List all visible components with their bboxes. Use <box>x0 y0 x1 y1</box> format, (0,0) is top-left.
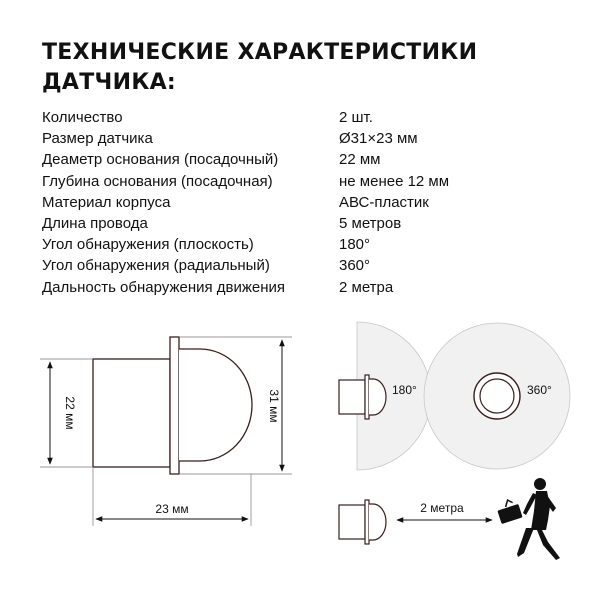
sensor-base-body <box>92 358 171 468</box>
spec-label: Глубина основания (посадочная) <box>42 172 273 190</box>
spec-value: 360° <box>339 257 371 275</box>
detection-360-illustration: 360° <box>423 322 571 470</box>
angle-label-180: 180° <box>392 383 417 397</box>
spec-label: Дальность обнаружения движения <box>42 278 286 296</box>
detection-range-illustration: 2 метра <box>338 499 493 545</box>
dim-label-31: 31 мм <box>267 389 281 422</box>
spec-value: 2 шт. <box>339 109 373 126</box>
spec-value: 180° <box>339 236 371 254</box>
spec-label: Количество <box>42 109 123 126</box>
spec-label: Деаметр основания (посадочный) <box>42 151 279 169</box>
walking-person-icon <box>497 478 560 560</box>
dim-label-22: 22 мм <box>63 396 77 429</box>
sensor-flange <box>169 336 180 475</box>
title-line-2: ДАТЧИКА: <box>42 70 177 95</box>
sensor-side-view <box>92 336 253 475</box>
spec-value: 2 метра <box>339 278 394 296</box>
spec-value: АВС-пластик <box>339 193 429 211</box>
spec-value: не менее 12 мм <box>339 172 450 190</box>
spec-row-range: Дальность обнаружения движения 2 метра <box>42 277 562 298</box>
spec-row-angle-radial: Угол обнаружения (радиальный) 360° <box>42 255 562 276</box>
spec-value: Ø31×23 мм <box>339 130 418 148</box>
spec-label: Длина провода <box>42 215 148 233</box>
dimension-23mm: 23 мм <box>92 467 252 526</box>
spec-row-size: Размер датчика Ø31×23 мм <box>42 128 562 149</box>
sensor-dome <box>179 348 253 462</box>
dimension-22mm: 22 мм <box>40 358 93 468</box>
spec-row-material: Материал корпуса АВС-пластик <box>42 192 562 213</box>
spec-row-angle-plane: Угол обнаружения (плоскость) 180° <box>42 234 562 255</box>
dim-label-23: 23 мм <box>155 502 188 516</box>
spec-label: Угол обнаружения (радиальный) <box>42 257 270 275</box>
range-label: 2 метра <box>420 501 464 515</box>
dimension-31mm: 31 мм <box>179 336 292 475</box>
specs-table: Количество 2 шт. Размер датчика Ø31×23 м… <box>42 107 562 298</box>
spec-value: 22 мм <box>339 151 381 169</box>
angle-label-360: 360° <box>527 383 552 397</box>
spec-row-wire-length: Длина провода 5 метров <box>42 213 562 234</box>
spec-label: Размер датчика <box>42 130 153 148</box>
spec-label: Материал корпуса <box>42 193 171 211</box>
spec-row-base-diameter: Деаметр основания (посадочный) 22 мм <box>42 149 562 170</box>
detection-180-illustration: 180° <box>338 321 432 471</box>
spec-value: 5 метров <box>339 215 402 233</box>
spec-row-quantity: Количество 2 шт. <box>42 107 562 128</box>
page-title: ТЕХНИЧЕСКИЕ ХАРАКТЕРИСТИКИ ДАТЧИКА: <box>42 38 562 98</box>
spec-label: Угол обнаружения (плоскость) <box>42 236 254 254</box>
spec-row-base-depth: Глубина основания (посадочная) не менее … <box>42 171 562 192</box>
title-line-1: ТЕХНИЧЕСКИЕ ХАРАКТЕРИСТИКИ <box>42 40 478 65</box>
